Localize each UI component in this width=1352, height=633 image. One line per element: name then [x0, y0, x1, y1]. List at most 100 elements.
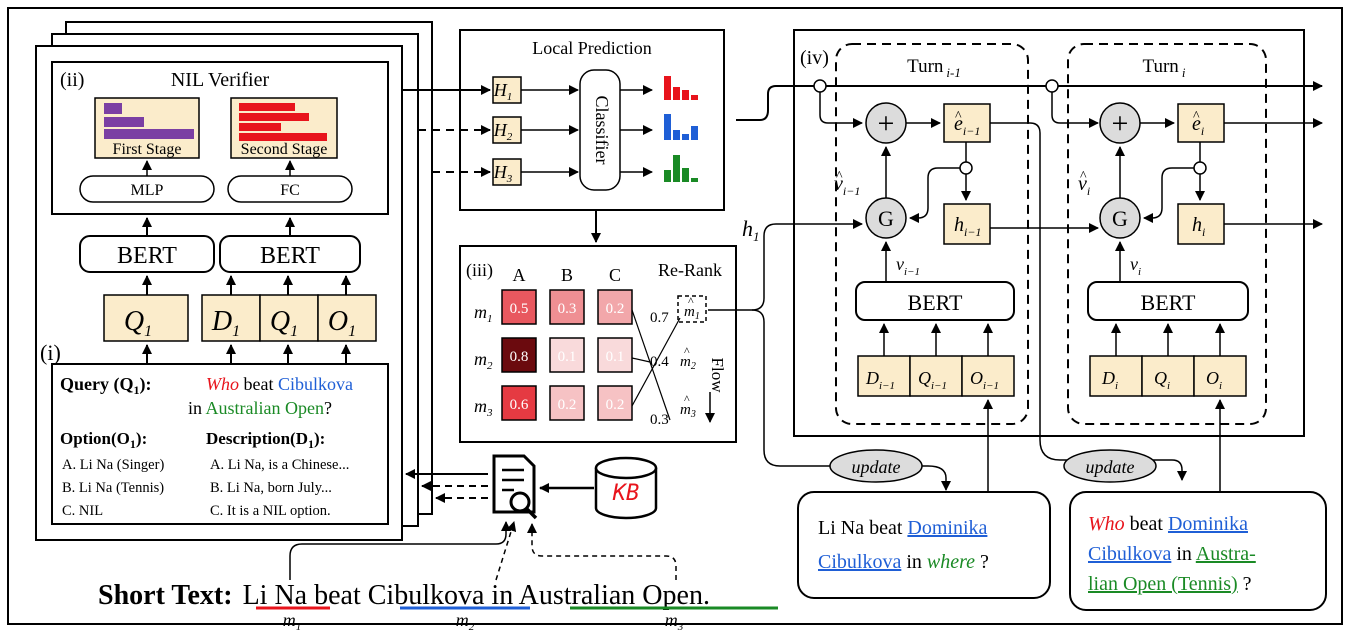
m1-hat: m1 — [684, 304, 700, 322]
e-hat-prev-box — [943, 103, 991, 143]
option-header: Option(O1): — [60, 429, 147, 451]
rerank-cell-value: 0.5 — [510, 301, 529, 317]
h-prev-box — [943, 203, 991, 245]
second-stage-label: Second Stage — [241, 141, 328, 158]
q-hat-prev: Qi−1 — [918, 368, 947, 392]
query-panel: (i) Query (Q1): Who beat Cibulkova in Au… — [40, 340, 389, 525]
score-3: 0.3 — [650, 412, 669, 428]
option-c: C. NIL — [62, 503, 103, 519]
q1b-label: Q1 — [270, 306, 298, 340]
q1b-box — [259, 294, 319, 342]
fc-label: FC — [280, 182, 300, 199]
rerank-cell-value: 0.6 — [510, 397, 529, 413]
m2-hat: m2 — [680, 354, 696, 372]
rerank-title: Re-Rank — [658, 260, 722, 280]
first-stage-bar-1 — [104, 103, 122, 114]
m1-caption: m1 — [283, 610, 302, 633]
rerank-cell-value: 0.2 — [606, 397, 625, 413]
svg-text:BERT: BERT — [1141, 290, 1196, 315]
rerank-cell-value: 0.1 — [558, 349, 577, 365]
flow-label: Flow — [708, 358, 727, 394]
rerank-cell — [597, 289, 633, 325]
svg-text:Li Na beat Dominika: Li Na beat Dominika — [818, 517, 988, 539]
stack-to-prediction-arrows — [402, 85, 601, 243]
svg-text:G: G — [878, 206, 894, 231]
e-hat-prev: ei−1 — [954, 113, 980, 138]
score-2: 0.4 — [650, 354, 669, 370]
svg-text:^: ^ — [688, 294, 694, 308]
svg-text:lian Open (Tennis) ?: lian Open (Tennis) ? — [1088, 573, 1252, 595]
row-m3: m3 — [474, 396, 493, 419]
m3-hat: m3 — [680, 402, 696, 420]
rerank-cell — [549, 337, 585, 373]
q-hat-cur: Qi — [1154, 368, 1170, 392]
bert-cur — [1087, 281, 1249, 321]
svg-text:BERT: BERT — [908, 290, 963, 315]
update-pill-1 — [829, 449, 923, 483]
short-text: Short Text:Li Na beat Cibulkova in Austr… — [98, 580, 778, 633]
label-iv: (iv) — [800, 47, 829, 69]
description-c: C. It is a NIL option. — [210, 503, 331, 519]
o-hat-cur: Oi — [1206, 368, 1222, 392]
bert-right — [219, 235, 361, 273]
m3-caption: m3 — [665, 610, 684, 633]
nil-verifier: (ii) NIL Verifier First Stage Second Sta… — [51, 61, 389, 215]
svg-text:^: ^ — [684, 392, 690, 406]
classifier-label: Classifier — [592, 96, 612, 165]
svg-text:Cibulkova in Austra-: Cibulkova in Austra- — [1088, 543, 1256, 565]
score-1: 0.7 — [650, 310, 669, 326]
query-line-1: Who beat Cibulkova — [206, 374, 353, 394]
rerank-cell — [549, 289, 585, 325]
description-header: Description(D1): — [206, 429, 325, 451]
option-b: B. Li Na (Tennis) — [62, 480, 164, 496]
h1-box — [492, 76, 522, 104]
o1-label: O1 — [328, 306, 356, 340]
svg-text:^: ^ — [1080, 169, 1087, 184]
svg-text:G: G — [1112, 206, 1128, 231]
v-cur: vi — [1130, 254, 1141, 278]
label-ii: (ii) — [60, 69, 84, 91]
second-stage-bar-3 — [239, 123, 281, 131]
col-c: C — [609, 265, 621, 285]
d-hat-prev: Di−1 — [865, 368, 895, 392]
v-hat-cur: vi — [1078, 173, 1090, 198]
o1-box — [317, 294, 377, 342]
second-stage-bar-4 — [239, 133, 327, 141]
rerank-cell-value: 0.2 — [558, 397, 577, 413]
svg-text:update: update — [852, 457, 901, 477]
h2-box — [492, 116, 522, 144]
d-hat-cur: Di — [1101, 368, 1118, 392]
rerank-cell-value: 0.3 — [558, 301, 577, 317]
first-stage-bar-3 — [104, 129, 194, 139]
svg-text:+: + — [878, 107, 895, 140]
svg-text:^: ^ — [836, 169, 843, 184]
local-prediction-title: Local Prediction — [532, 38, 651, 58]
rerank-cell-value: 0.2 — [606, 301, 625, 317]
h-cur: hi — [1192, 214, 1205, 239]
description-b: B. Li Na, born July... — [210, 480, 332, 496]
rerank-cell-value: 0.1 — [606, 349, 625, 365]
svg-text:update: update — [1086, 457, 1135, 477]
label-iii: (iii) — [466, 260, 493, 281]
query-label: Query (Q1): — [60, 374, 152, 397]
first-stage-bar-2 — [104, 117, 144, 127]
rerank-cell — [597, 385, 633, 421]
rerank-cell-value: 0.8 — [510, 349, 529, 365]
h3-label: H3 — [493, 162, 513, 185]
second-stage-bar-1 — [239, 103, 295, 111]
label-i: (i) — [40, 340, 61, 365]
svg-text:^: ^ — [684, 344, 690, 358]
svg-text:+: + — [1112, 107, 1129, 140]
svg-text:^: ^ — [955, 109, 962, 124]
v-hat-prev: vi−1 — [834, 173, 860, 198]
v-prev: vi−1 — [896, 254, 920, 278]
svg-text:Cibulkova in where ?: Cibulkova in where ? — [818, 551, 989, 573]
o-hat-prev: Oi−1 — [970, 368, 999, 392]
bert-right-label: BERT — [260, 243, 320, 269]
h1-text: h1 — [742, 216, 760, 244]
bert-left — [79, 235, 215, 273]
